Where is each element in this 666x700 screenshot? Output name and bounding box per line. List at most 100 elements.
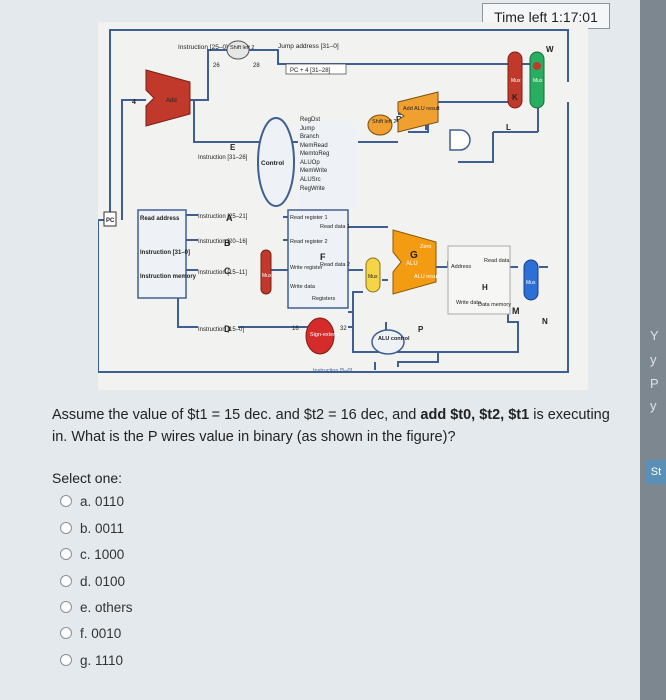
write-data-label: Write data	[290, 284, 316, 290]
instr-20-16-label: Instruction [20–16]	[198, 239, 248, 245]
read-register-1-label: Read register 1	[290, 215, 328, 221]
pc-adder	[145, 69, 191, 127]
pc-label: PC	[106, 218, 115, 224]
pc-register	[103, 211, 117, 227]
signal-branch: Branch	[300, 134, 319, 140]
option-f[interactable]: f. 0010	[60, 623, 121, 643]
instr-15-11-label: Instruction [15–11]	[198, 270, 247, 276]
datapath-figure: Instruction [25–0] Shift left 2 26 28 Ju…	[98, 22, 588, 390]
regdst-mux-label: Mux	[262, 273, 272, 279]
signal-alusrc: ALUSrc	[300, 177, 321, 183]
control-signal-list: RegDst Jump Branch MemRead MemtoReg ALUO…	[298, 117, 358, 208]
wire-label-c: C	[224, 266, 231, 276]
control-label: Control	[261, 160, 284, 167]
radio-button[interactable]	[60, 548, 72, 560]
pc4-box	[285, 63, 347, 75]
constant-four-label: 4	[132, 99, 136, 106]
radio-button[interactable]	[60, 522, 72, 534]
signal-jump: Jump	[300, 126, 315, 132]
option-label: a. 0110	[80, 493, 125, 509]
option-c[interactable]: c. 1000	[60, 544, 124, 564]
wire-label-b: B	[224, 238, 231, 248]
wire-label-f: F	[320, 252, 326, 262]
option-d[interactable]: d. 0100	[60, 571, 125, 591]
branch-adder	[397, 91, 439, 133]
jump-address-label: Jump address [31–0]	[278, 43, 339, 50]
side-letter: y	[650, 352, 657, 367]
wire-label-m: M	[512, 306, 520, 316]
control-unit	[257, 117, 295, 207]
read-data-2-label: Read data 2	[320, 262, 350, 268]
side-letter: y	[650, 398, 657, 413]
wire-label-e: E	[230, 143, 236, 152]
radio-button[interactable]	[60, 627, 72, 639]
regdst-mux	[260, 249, 272, 295]
option-e[interactable]: e. others	[60, 597, 133, 617]
alu-result-label: ALU result	[414, 274, 440, 280]
registers-label: Registers	[312, 296, 335, 302]
data-memory	[447, 245, 511, 315]
instr-5-0-label: Instruction [5–0]	[313, 368, 353, 374]
read-register-2-label: Read register 2	[290, 239, 328, 245]
address-label: Address	[451, 264, 471, 270]
sign-extend-label: Sign-extend	[310, 332, 339, 338]
signal-regwrite: RegWrite	[300, 186, 326, 192]
instruction-memory	[137, 209, 187, 299]
alusrc-mux	[365, 257, 381, 293]
wire-label-d: D	[224, 324, 231, 334]
shift-left-2-top-unit	[226, 40, 250, 60]
select-one-label: Select one:	[52, 470, 123, 486]
radio-button[interactable]	[60, 654, 72, 666]
register-file	[287, 209, 349, 309]
alu-control-label: ALU control	[378, 336, 410, 342]
jump-mux-right-label: Mux	[533, 78, 543, 84]
signal-memread: MemRead	[300, 143, 328, 149]
wire-label-h: H	[482, 283, 488, 292]
alusrc-mux-label: Mux	[368, 274, 378, 280]
question-part-2: is executing in. What is the P wires val…	[52, 407, 610, 445]
alu-zero-label: Zero	[420, 244, 431, 250]
wire-label-k: K	[512, 93, 518, 102]
wire-label-l: L	[506, 123, 511, 132]
instruction-memory-label: Instruction memory	[140, 274, 197, 280]
question-text: Assume the value of $t1 = 15 dec. and $t…	[52, 404, 612, 448]
option-g[interactable]: g. 1110	[60, 650, 123, 670]
option-label: g. 1110	[80, 652, 124, 668]
shift-left-2-top-label: Shift left 2	[230, 45, 254, 51]
wire-label-g: G	[410, 250, 418, 261]
radio-button[interactable]	[60, 601, 72, 613]
side-badge[interactable]: St	[646, 460, 666, 484]
read-data-1-label: Read data 1	[320, 224, 350, 230]
radio-button[interactable]	[60, 495, 72, 507]
pc-adder-label: Add	[166, 98, 177, 104]
signal-regdst: RegDst	[300, 117, 320, 123]
bit-width-28-label: 28	[253, 63, 260, 69]
pc4-label: PC + 4 [31–28]	[290, 68, 331, 74]
option-label: e. others	[80, 599, 133, 615]
mux-select-dot	[533, 62, 541, 70]
main-alu	[392, 229, 437, 295]
option-label: c. 1000	[80, 546, 125, 562]
branch-and-gate	[449, 129, 471, 151]
read-address-label: Read address	[140, 216, 180, 222]
signal-memtoreg: MemtoReg	[300, 151, 329, 157]
option-a[interactable]: a. 0110	[60, 491, 124, 511]
shift-left-2-label: Shift left 2	[372, 119, 396, 125]
instr-25-0-label: Instruction [25–0]	[178, 44, 228, 51]
write-register-label: Write register	[290, 265, 323, 271]
option-b[interactable]: b. 0011	[60, 518, 124, 538]
write-data-label: Write data	[456, 300, 482, 306]
side-letter: P	[650, 376, 659, 391]
wire-label-w: W	[546, 45, 554, 54]
signal-aluop: ALUOp	[300, 160, 320, 166]
option-label: d. 0100	[80, 573, 126, 589]
wire-label-n: N	[542, 317, 548, 326]
jump-mux-left	[507, 51, 523, 109]
side-letter: Y	[650, 328, 659, 343]
option-label: f. 0010	[80, 625, 122, 641]
signal-memwrite: MemWrite	[300, 168, 328, 174]
bit-width-26-label: 26	[213, 63, 220, 69]
option-label: b. 0011	[80, 520, 125, 536]
radio-button[interactable]	[60, 575, 72, 587]
bit-width-32-label: 32	[340, 326, 347, 332]
